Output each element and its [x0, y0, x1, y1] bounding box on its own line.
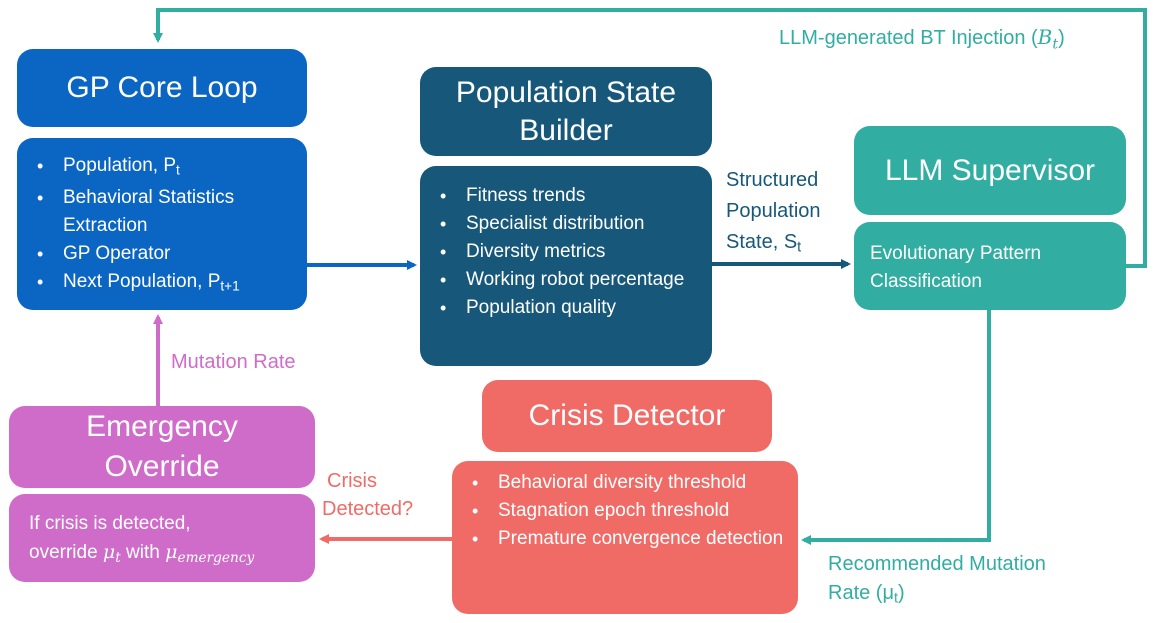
emergency-override-body: If crisis is detected, override μt with …: [9, 494, 315, 582]
population-state-body: Fitness trends Specialist distribution D…: [420, 166, 712, 366]
population-item-specialist: Specialist distribution: [440, 210, 700, 238]
structured-state-label: Structured Population State, St: [726, 169, 821, 256]
gp-core-loop-body: Population, Pt Behavioral Statistics Ext…: [17, 138, 307, 310]
llm-supervisor-title: LLM Supervisor: [884, 153, 1096, 187]
emergency-override-title-line1: Emergency: [86, 410, 238, 443]
emergency-body-line1: If crisis is detected,: [29, 513, 191, 534]
llm-supervisor-body-text: Evolutionary Pattern Classification: [870, 243, 1042, 292]
crisis-detector-title: Crisis Detector: [528, 399, 726, 432]
bt-injection-arrow: [153, 8, 1147, 268]
population-item-fitness: Fitness trends: [440, 182, 700, 210]
llm-supervisor-title-box: LLM Supervisor: [854, 126, 1126, 215]
gp-item-population: Population, Pt: [37, 152, 295, 184]
crisis-detector-title-box: Crisis Detector: [482, 380, 772, 452]
llm-to-crisis-arrow: [801, 310, 991, 545]
emergency-body-line2: override μt with μemergency: [29, 541, 255, 567]
population-state-title-line1: Population State: [455, 75, 677, 109]
population-item-diversity: Diversity metrics: [440, 238, 700, 266]
population-state-title-line2: Builder: [519, 113, 613, 147]
gp-core-loop-title-box: GP Core Loop: [17, 49, 307, 127]
bt-injection-label: LLM-generated BT Injection (Bt): [779, 25, 1065, 53]
population-item-working-robot: Working robot percentage: [440, 266, 700, 294]
population-state-title-box: Population State Builder: [420, 67, 712, 156]
emergency-override-title-box: Emergency Override: [9, 406, 315, 488]
gp-item-next-population: Next Population, Pt+1: [37, 268, 295, 300]
crisis-item-convergence: Premature convergence detection: [472, 525, 786, 553]
llm-supervisor-body: Evolutionary Pattern Classification: [854, 222, 1126, 310]
crisis-item-diversity: Behavioral diversity threshold: [472, 469, 786, 497]
population-item-quality: Population quality: [440, 294, 700, 322]
crisis-detected-label: Crisis Detected?: [322, 470, 414, 520]
gp-core-loop-title: GP Core Loop: [66, 71, 258, 104]
emergency-override-title-line2: Override: [104, 450, 220, 483]
crisis-item-stagnation: Stagnation epoch threshold: [472, 497, 786, 525]
crisis-detector-body: Behavioral diversity threshold Stagnatio…: [452, 461, 798, 614]
gp-item-behavioral-stats: Behavioral Statistics Extraction: [37, 184, 295, 240]
recommended-mutation-label: Recommended Mutation Rate (μt): [828, 553, 1046, 607]
gp-item-gp-operator: GP Operator: [37, 240, 295, 268]
mutation-rate-label: Mutation Rate: [171, 351, 296, 373]
